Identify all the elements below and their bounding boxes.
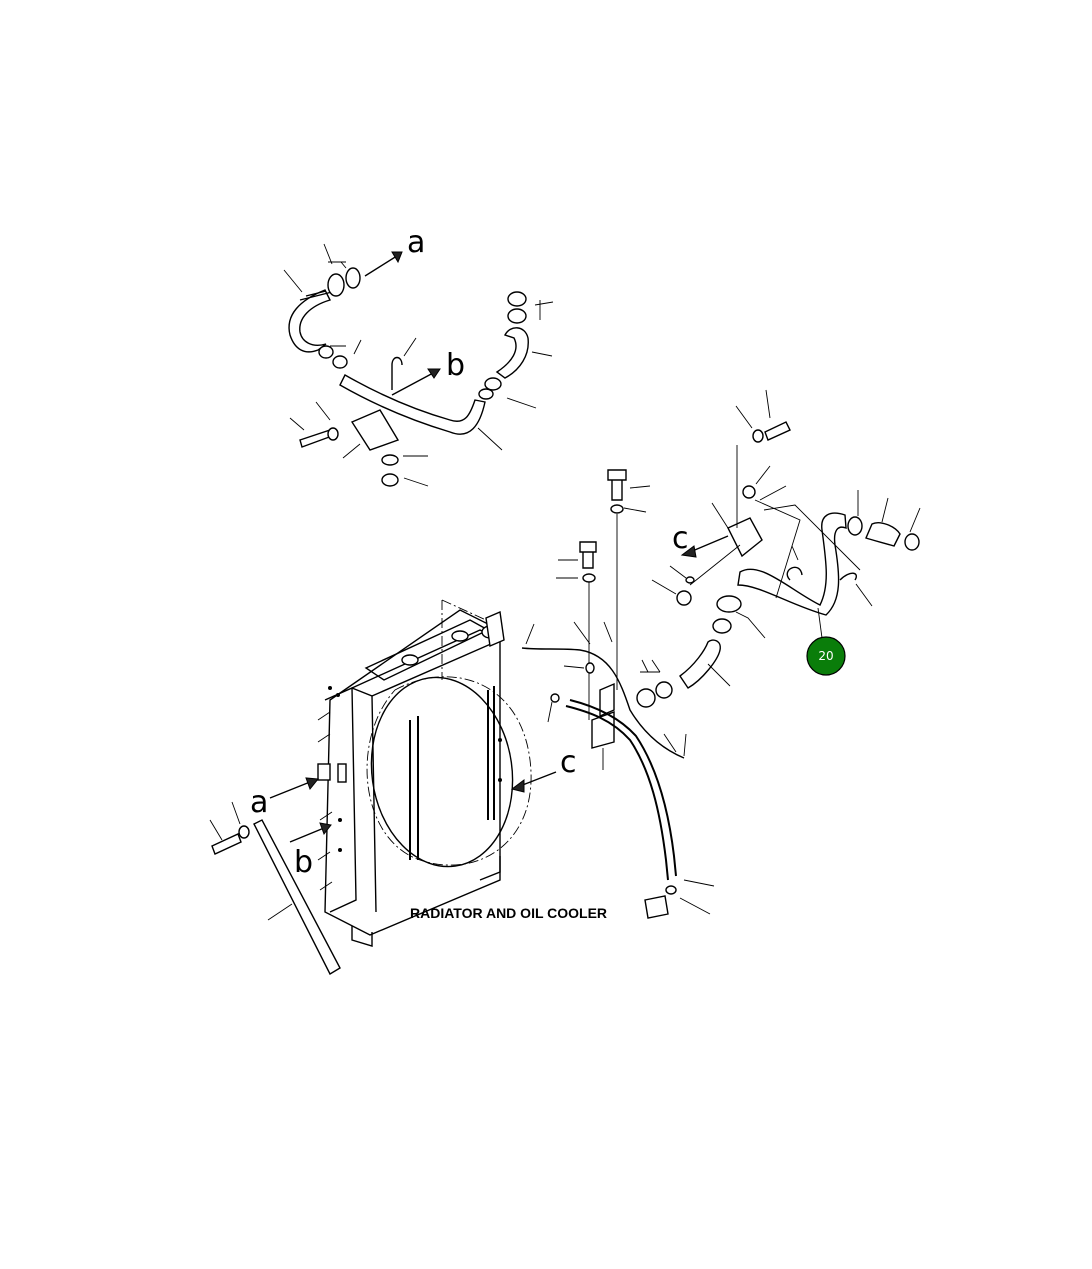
reference-letter-c-top: c [672,521,689,556]
upper-right-hose-assembly [651,389,921,616]
radiator-body [269,599,557,947]
reference-letter-b-top: b [446,348,465,383]
callout-badge[interactable]: 20 [806,607,846,676]
middle-hose-assembly [521,469,766,919]
reference-letter-c-mid: c [560,745,577,780]
callout-number: 20 [818,649,833,663]
reference-letter-b-low: b [294,845,313,880]
reference-letter-a-top: a [407,225,425,260]
upper-hose-assembly [283,243,554,487]
diagram-caption: RADIATOR AND OIL COOLER [410,905,607,921]
reference-letter-a-low: a [250,785,268,820]
stay-rod-assembly [209,801,341,975]
